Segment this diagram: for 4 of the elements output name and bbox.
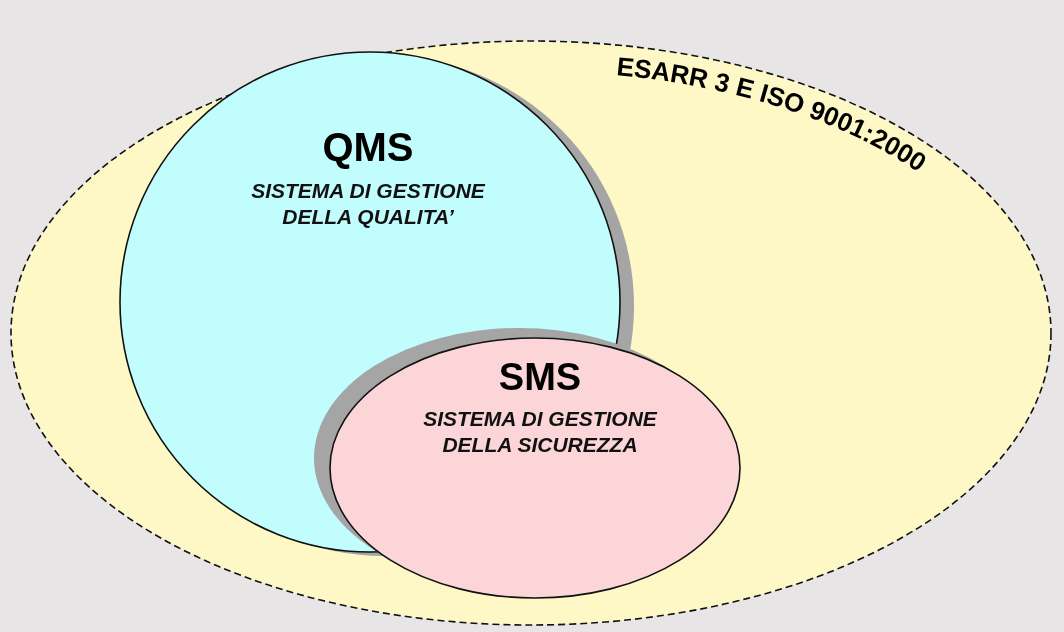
acronym-heading: QMS	[321, 125, 415, 170]
acronym-heading: SMS	[497, 356, 583, 399]
description-text: SISTEMA DI GESTIONE DELLA QUALITA’	[250, 178, 487, 231]
description-text: SISTEMA DI GESTIONE DELLA SICUREZZA	[422, 406, 659, 459]
